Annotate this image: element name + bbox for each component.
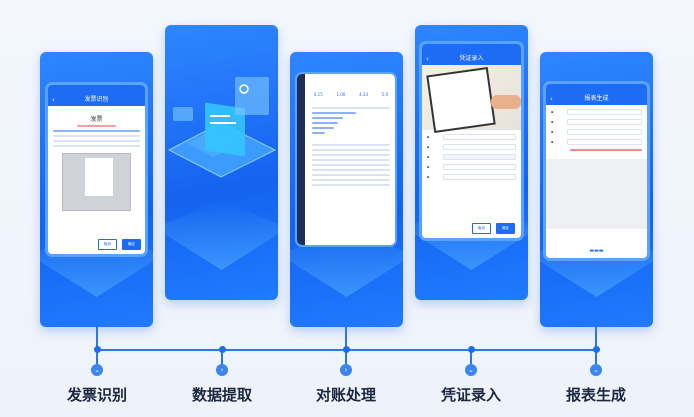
clipboard-illustration: [422, 65, 521, 134]
card-report-generation: ‹报表生成 ▪ ▪ ▪ ▪ ▬▬▬: [540, 52, 653, 327]
chevron-down-icon[interactable]: ⌄: [590, 364, 602, 376]
confirm-button[interactable]: 确定: [496, 223, 515, 234]
footer-logo: ▬▬▬: [589, 248, 604, 254]
chevron-right-icon[interactable]: ›: [340, 364, 352, 376]
chevron-right-icon[interactable]: ›: [216, 364, 228, 376]
invoice-title: 发票: [90, 116, 103, 123]
phone-mockup: ‹凭证录入 ▪ ▪ ▪ ▪ ▪ 取消 确定: [419, 41, 524, 241]
laptop-illustration: [167, 77, 277, 178]
screen-title: 报表生成: [584, 95, 609, 102]
stat-value: 4.33: [359, 92, 369, 97]
step-label-reconciliation: 对账处理: [315, 386, 376, 404]
timeline-dot: [343, 346, 350, 353]
stat-value: 5.0: [381, 92, 389, 97]
card-invoice-recognition: ‹ 发票识别 发票 取消 确定: [40, 52, 153, 327]
step-label-report-generation: 报表生成: [565, 386, 626, 404]
card-data-extraction: [165, 25, 278, 300]
stat-value: 1.00: [336, 92, 346, 97]
screen-title: 凭证录入: [459, 55, 484, 62]
back-icon[interactable]: ‹: [550, 95, 553, 103]
cancel-button[interactable]: 取消: [471, 223, 491, 234]
dashboard-mockup: 0.15 1.00 4.33 5.0: [295, 72, 397, 247]
phone-mockup: ‹ 发票识别 发票 取消 确定: [45, 82, 148, 257]
chevron-down-icon[interactable]: ⌄: [465, 364, 477, 376]
cancel-button[interactable]: 取消: [97, 239, 117, 250]
back-icon[interactable]: ‹: [426, 55, 429, 63]
screen-title: 发票识别: [84, 96, 109, 103]
step-label-invoice-recognition: 发票识别: [66, 386, 127, 404]
back-icon[interactable]: ‹: [52, 96, 55, 104]
stat-value: 0.15: [313, 92, 323, 97]
chevron-down-icon[interactable]: ⌄: [91, 364, 103, 376]
timeline-dot: [593, 346, 600, 353]
timeline-dot: [94, 346, 101, 353]
step-label-voucher-entry: 凭证录入: [440, 386, 501, 404]
timeline-dot: [219, 346, 226, 353]
phone-mockup: ‹报表生成 ▪ ▪ ▪ ▪ ▬▬▬: [543, 81, 650, 261]
invoice-image: [62, 153, 131, 211]
card-reconciliation: 0.15 1.00 4.33 5.0: [290, 52, 403, 327]
card-voucher-entry: ‹凭证录入 ▪ ▪ ▪ ▪ ▪ 取消 确定: [415, 25, 528, 300]
confirm-button[interactable]: 确定: [122, 239, 141, 250]
step-label-data-extraction: 数据提取: [191, 386, 252, 404]
timeline-dot: [468, 346, 475, 353]
